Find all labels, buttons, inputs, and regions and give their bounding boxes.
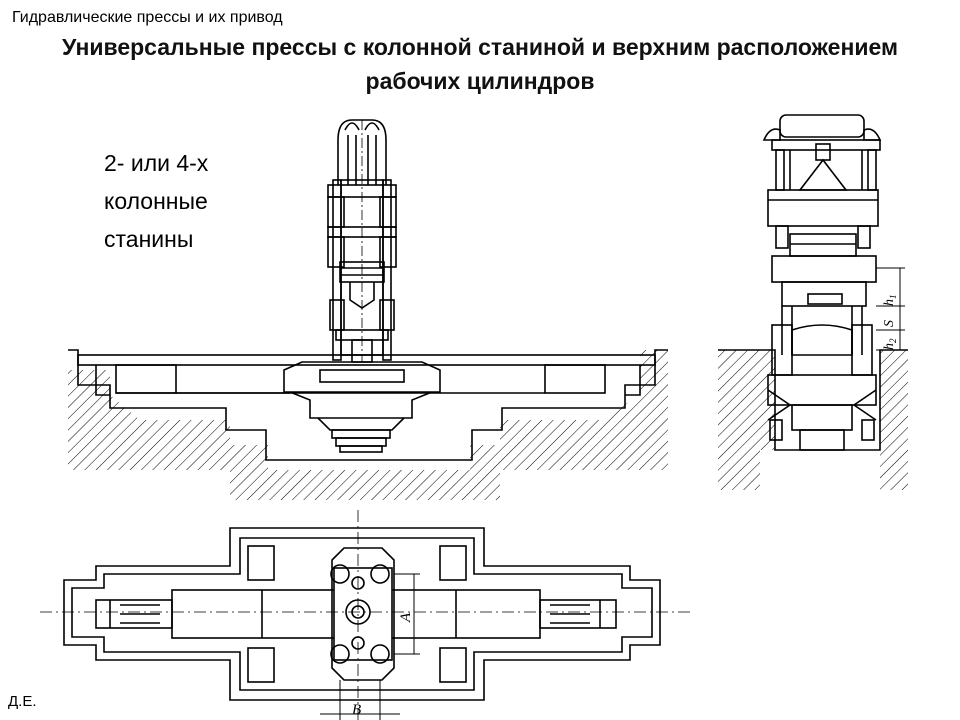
plan-dimension-labels: A B (352, 612, 414, 718)
plan-outer-contour (63, 527, 661, 701)
dim-B-label: B (352, 702, 361, 718)
author-initials: Д.Е. (8, 693, 37, 710)
side-hatch-left (718, 350, 775, 490)
foundation-hatch-right (640, 350, 668, 395)
dim-S-label: S (882, 320, 897, 327)
caption: 2- или 4-х колонные станины (104, 144, 208, 258)
side-dimension-labels: h1 S h2 (882, 295, 898, 351)
plan-view (40, 510, 690, 720)
caption-line-2: колонные (104, 188, 208, 214)
pit-outline (68, 349, 668, 461)
caption-line-1: 2- или 4-х (104, 150, 209, 176)
front-view (68, 119, 668, 500)
dim-h2-label: h2 (882, 338, 898, 350)
course-title: Гидравлические прессы и их привод (12, 9, 283, 26)
dim-h1-label: h1 (882, 295, 898, 307)
page-title: Универсальные прессы с колонной станиной… (62, 34, 898, 94)
dim-A-label: A (398, 612, 414, 623)
bolster (283, 361, 441, 393)
floor-slab (77, 354, 656, 366)
foundation-hatch-base (68, 395, 668, 500)
side-hatch-right (880, 350, 908, 490)
side-view (718, 114, 908, 490)
caption-line-3: станины (104, 226, 194, 252)
foundation-hatch-left (68, 350, 110, 395)
